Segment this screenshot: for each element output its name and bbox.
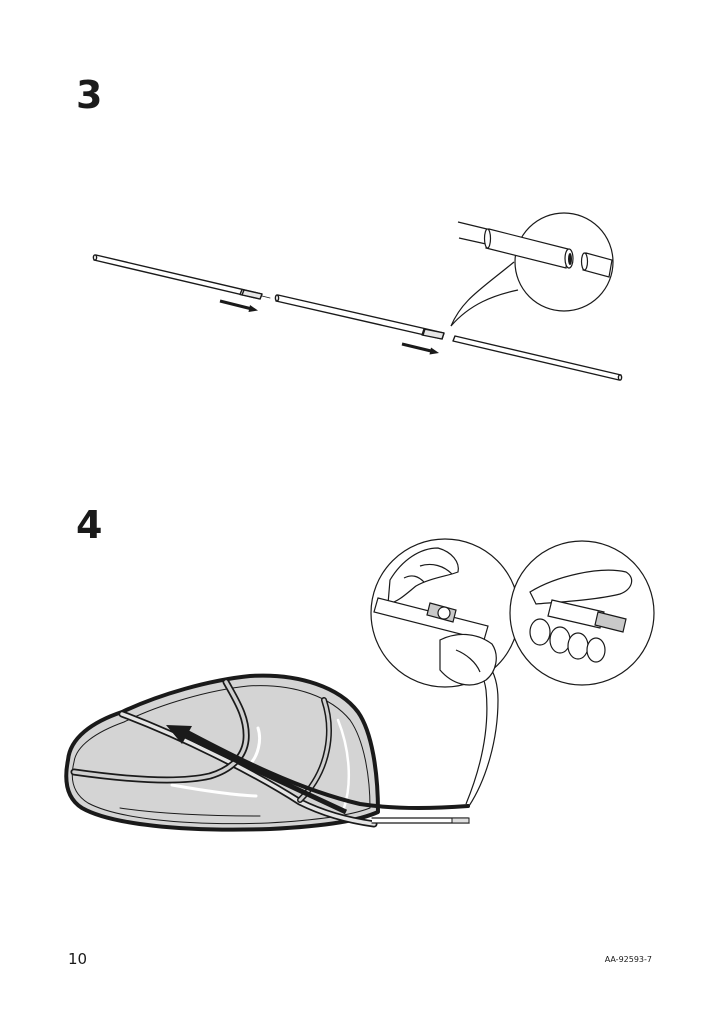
pole-segment-2	[274, 294, 445, 340]
detail-circle-step-4-left	[370, 538, 520, 688]
arrow-1-icon	[219, 299, 258, 312]
insert-direction-arrow-icon	[166, 725, 348, 815]
page-number: 10	[68, 950, 88, 968]
step-4-number: 4	[76, 503, 103, 547]
step-4-illustration	[64, 538, 655, 832]
pole-segment-1	[92, 254, 271, 300]
document-code: AA-92593-7	[604, 955, 652, 964]
pole-segment-3	[452, 335, 623, 381]
detail-circle-step-4-right	[509, 540, 655, 686]
pole-insert	[178, 726, 470, 824]
detail-circle-step-3	[450, 212, 614, 327]
arrow-2-icon	[401, 342, 439, 355]
step-3-number: 3	[76, 73, 103, 117]
step-3-illustration	[92, 212, 623, 381]
